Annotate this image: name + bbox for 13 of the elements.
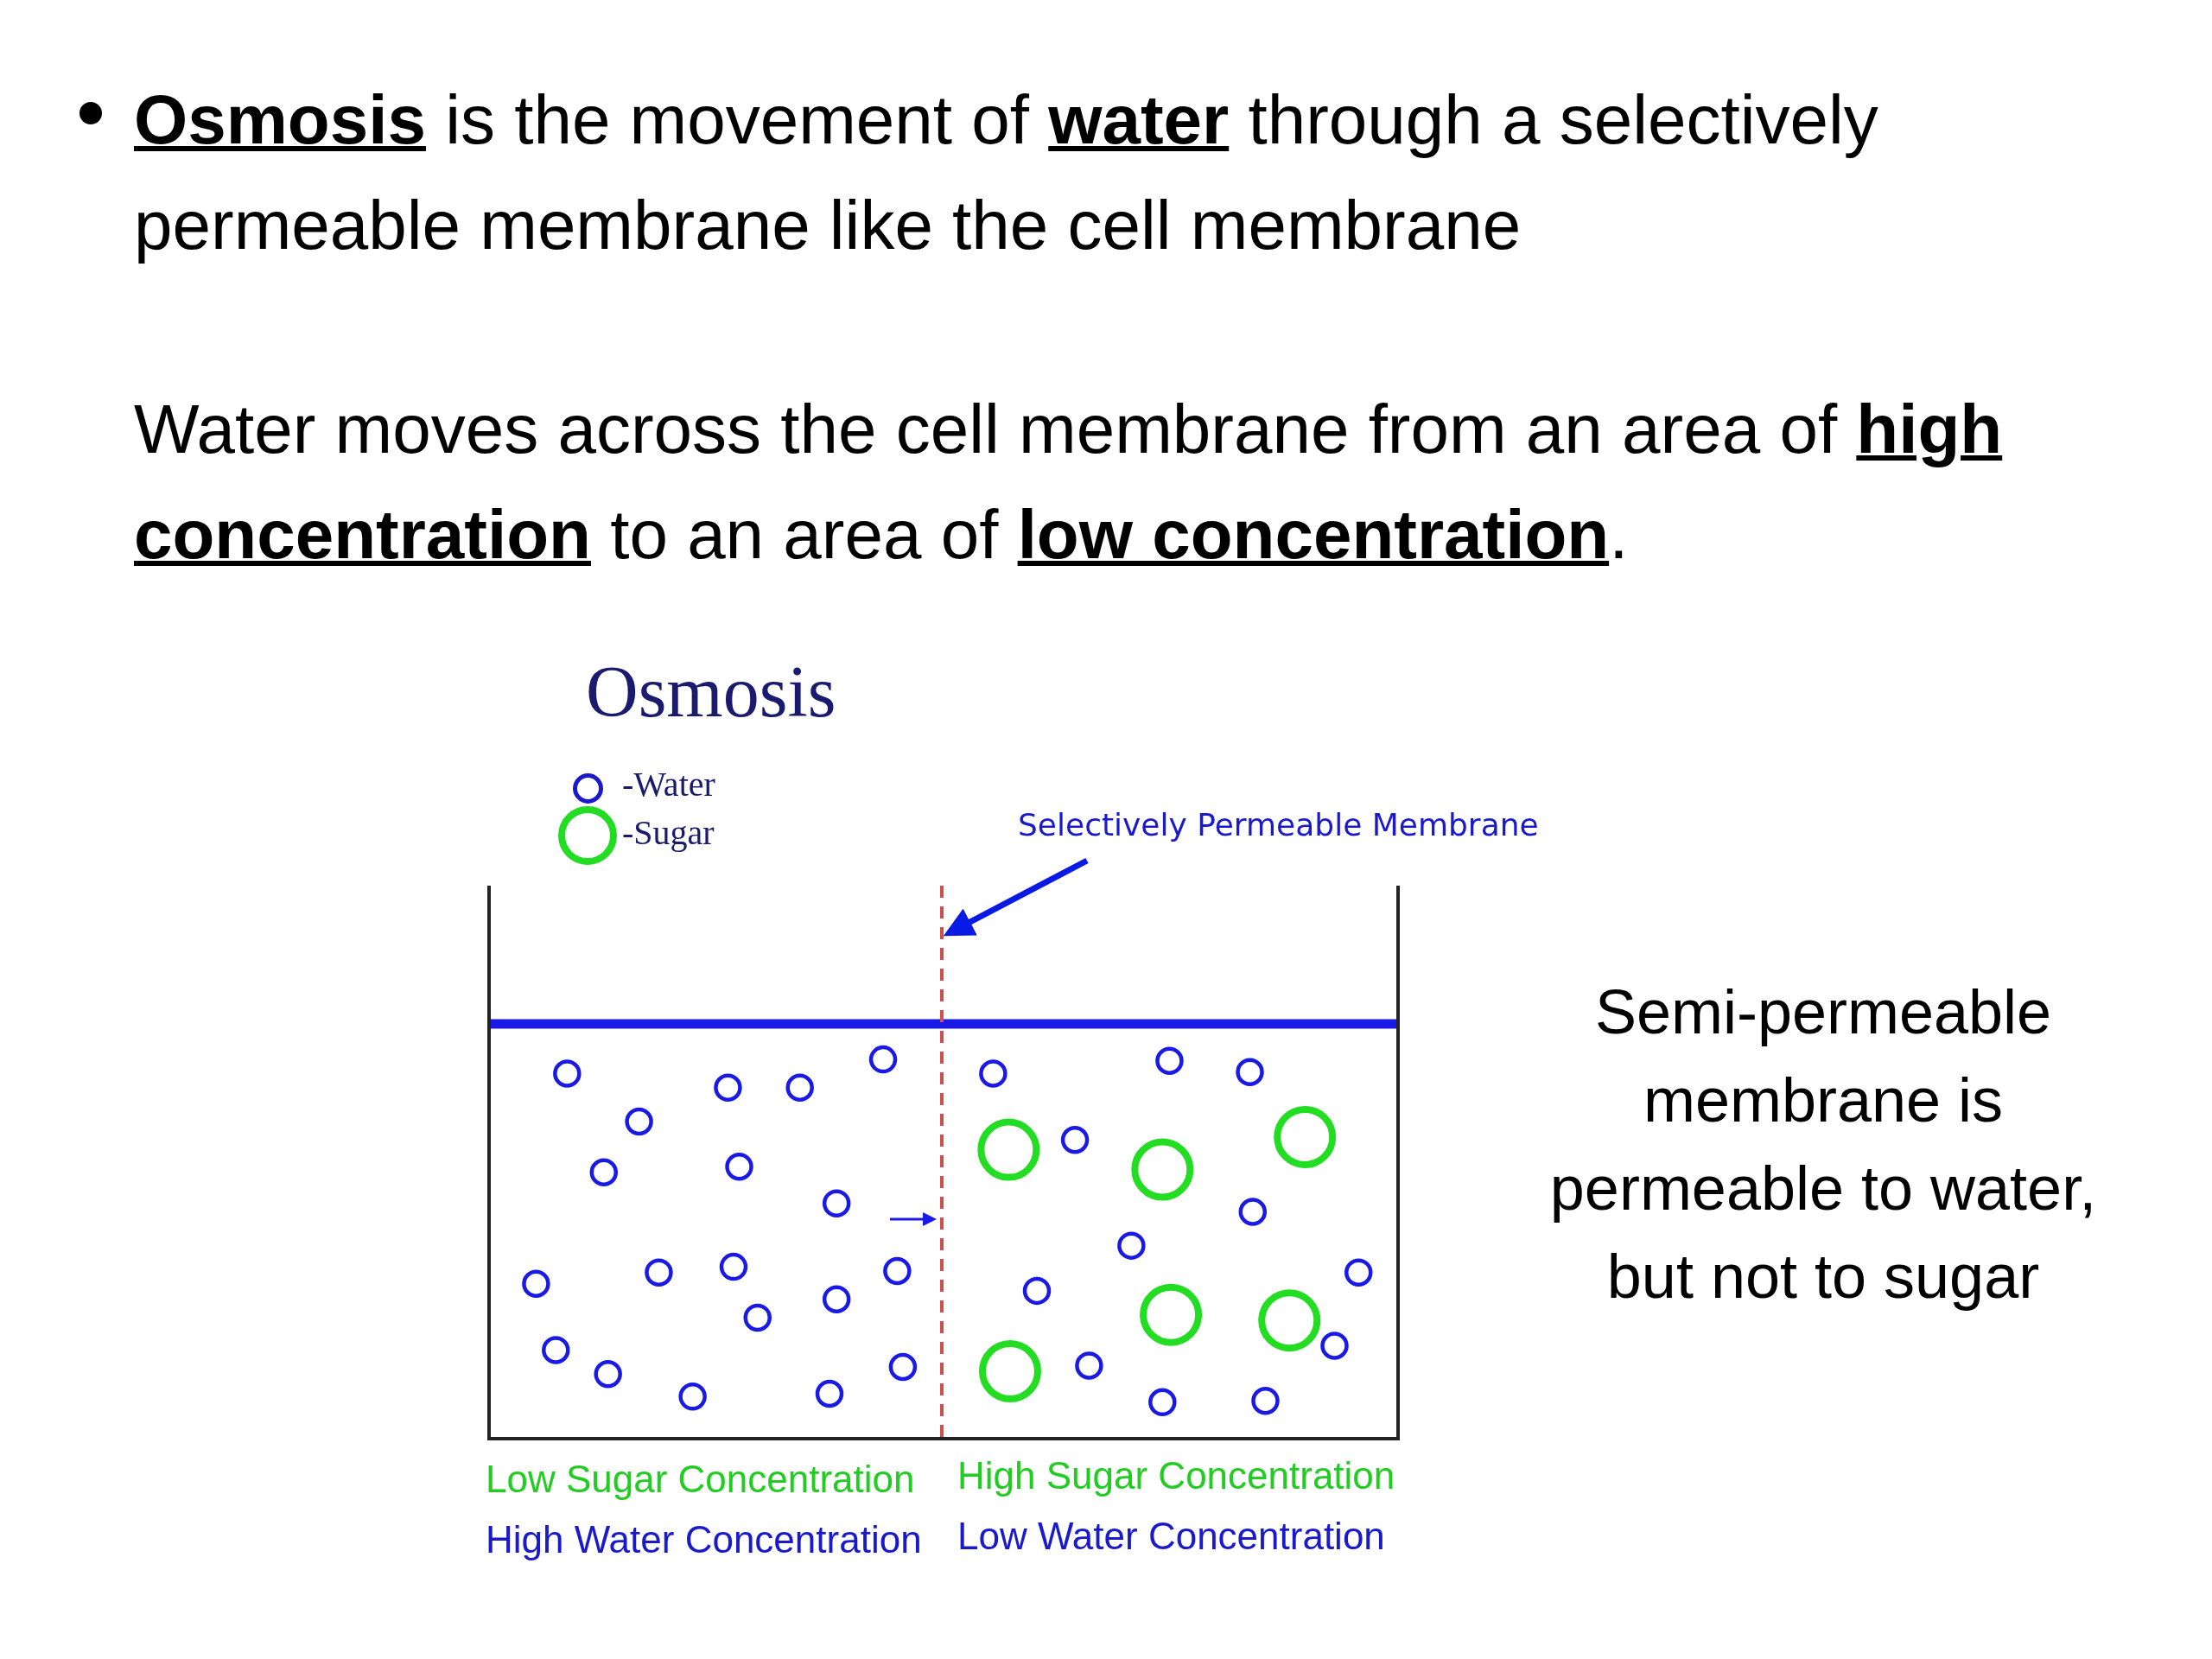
side-note: Semi-permeable membrane is permeable to water, but not to sugar — [1548, 976, 2098, 1313]
concentration-label: High Sugar Concentration — [957, 1453, 1395, 1498]
membrane-line — [940, 886, 944, 1439]
figure-heading: Osmosis — [586, 651, 836, 734]
concentration-label: Low Water Concentration — [957, 1514, 1385, 1559]
paragraph: Water moves across the cell membrane from an area of high concentration to an area of low concentration. — [134, 390, 2004, 575]
legend-label: -Water — [622, 764, 715, 804]
arrow — [943, 857, 1089, 937]
concentration-label: High Water Concentration — [486, 1517, 922, 1562]
membrane-label: Selectively Permeable Membrane — [1018, 807, 1539, 842]
concentration-label: Low Sugar Concentration — [486, 1457, 915, 1502]
paragraph: Osmosis is the movement of water through a selectively permeable membrane like the cell membrane — [134, 80, 1879, 265]
legend-label: -Sugar — [622, 812, 715, 853]
